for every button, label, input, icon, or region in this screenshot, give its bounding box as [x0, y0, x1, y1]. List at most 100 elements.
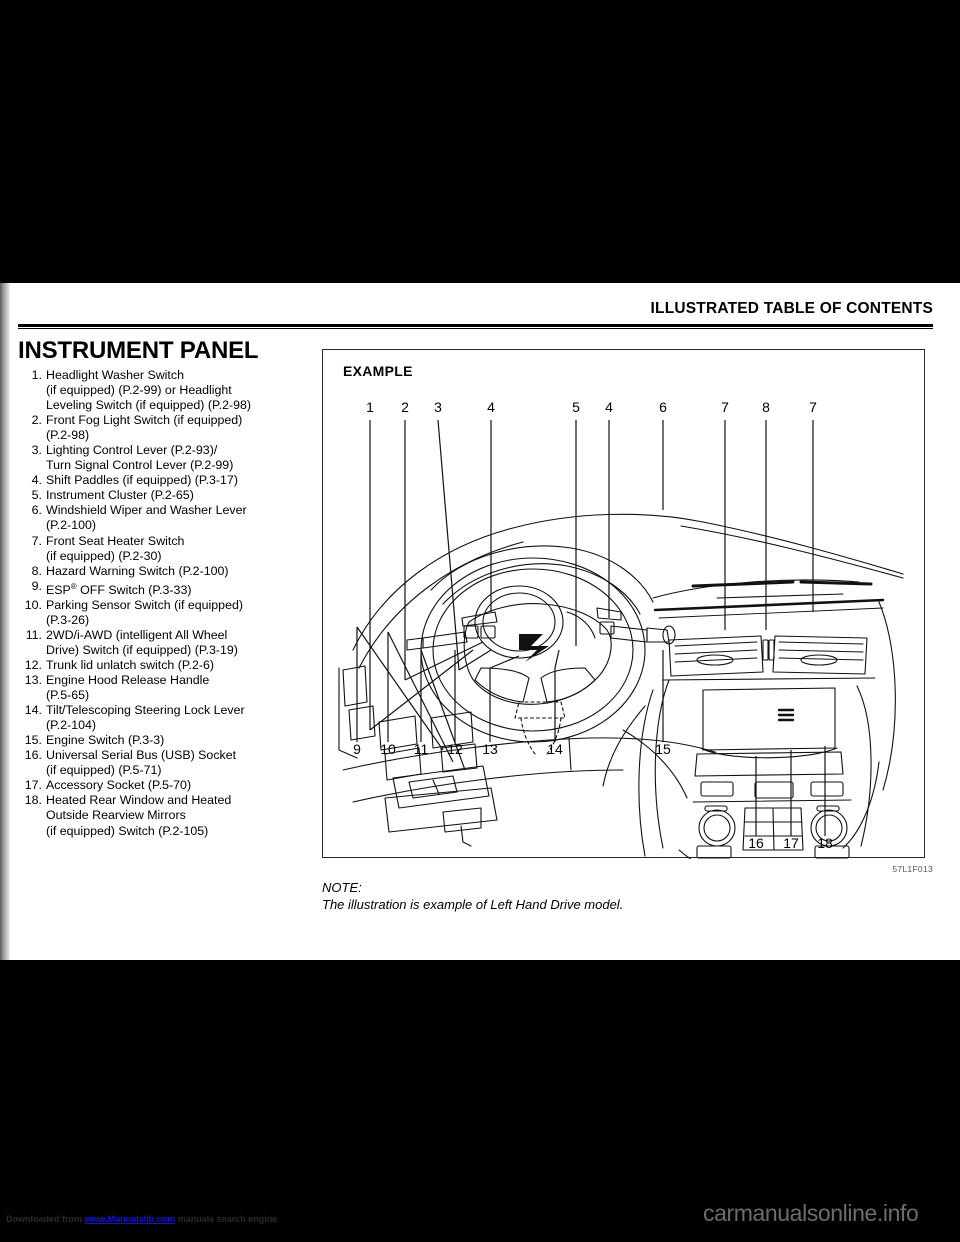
list-item: 15. Engine Switch (P.3-3) — [18, 733, 314, 748]
list-item-line: Engine Hood Release Handle — [46, 673, 210, 688]
callout-number: 5 — [572, 399, 580, 415]
list-item: 4.Shift Paddles (if equipped) (P.3-17) — [18, 473, 314, 488]
list-item-number: 15. — [24, 733, 42, 748]
list-item-label: Universal Serial Bus (USB) Socket(if equ… — [46, 748, 314, 778]
callout-number: 7 — [721, 399, 729, 415]
example-label: EXAMPLE — [343, 363, 413, 379]
list-item-line: Drive) Switch (if equipped) (P.3-19) — [46, 642, 238, 657]
list-item-line: Heated Rear Window and Heated — [46, 793, 232, 808]
list-item-line: Trunk lid unlatch switch (P.2-6) — [46, 658, 215, 673]
list-item-line: Hazard Warning Switch (P.2-100) — [46, 563, 229, 578]
callout-number: 6 — [659, 399, 667, 415]
list-item-number: 18. — [24, 793, 42, 808]
list-item-number: 17. — [24, 778, 42, 793]
callout-number: 15 — [655, 741, 671, 757]
callout-number: 8 — [762, 399, 770, 415]
callout-number: 11 — [414, 741, 429, 757]
callout-number: 2 — [401, 399, 409, 415]
list-item-label: Headlight Washer Switch(if equipped) (P.… — [46, 368, 314, 413]
callout-leader-line — [387, 631, 454, 763]
callout-number: 13 — [482, 741, 498, 757]
list-item-line: Turn Signal Control Lever (P.2-99) — [46, 458, 234, 473]
list-item-line: (if equipped) (P.5-71) — [46, 763, 162, 778]
callout-leader-line — [489, 655, 520, 669]
watermark-prefix: Downloaded from — [6, 1214, 85, 1224]
watermark-suffix: manuals search engine — [175, 1214, 278, 1224]
list-item-number: 8. — [31, 563, 42, 578]
list-item-line: Lighting Control Lever (P.2-93)/ — [46, 443, 218, 458]
list-item-line: ESP® OFF Switch (P.3-33) — [46, 581, 192, 597]
list-item-label: Front Fog Light Switch (if equipped)(P.2… — [46, 413, 314, 443]
list-item-line: (P.2-104) — [46, 718, 97, 733]
list-item-number: 1. — [31, 368, 42, 382]
callout-number: 4 — [487, 399, 495, 415]
list-item: 6.Windshield Wiper and Washer Lever(P.2-… — [18, 503, 314, 533]
list-item-line: (if equipped) (P.2-99) or Headlight — [46, 383, 232, 398]
site-watermark: carmanualsonline.info — [703, 1200, 919, 1226]
list-item-label: Trunk lid unlatch switch (P.2-6) — [46, 658, 314, 673]
callout-number: 18 — [817, 835, 833, 851]
list-item-label: Parking Sensor Switch (if equipped)(P.3-… — [46, 598, 314, 628]
list-item-line: Front Seat Heater Switch — [46, 533, 185, 548]
list-item-number: 10. — [24, 597, 42, 612]
callout-number: 10 — [380, 741, 396, 757]
list-item-label: Accessory Socket (P.5-70) — [46, 778, 314, 793]
list-item-line: Instrument Cluster (P.2-65) — [46, 488, 194, 503]
list-item-number: 6. — [31, 503, 42, 518]
list-item: 8. Hazard Warning Switch (P.2-100) — [18, 564, 314, 579]
callout-leader-line — [404, 641, 484, 681]
list-item-line: Parking Sensor Switch (if equipped) — [46, 597, 243, 612]
list-item-line: Outside Rearview Mirrors — [46, 808, 186, 823]
callout-number: 16 — [748, 835, 764, 851]
callout-leader-line — [437, 419, 460, 671]
list-item-line: Windshield Wiper and Washer Lever — [46, 503, 247, 518]
scan-binding-strip — [0, 283, 10, 960]
list-item: 12.Trunk lid unlatch switch (P.2-6) — [18, 658, 314, 673]
list-item-line: Leveling Switch (if equipped) (P.2-98) — [46, 398, 252, 413]
list-item-line: Tilt/Telescoping Steering Lock Lever — [46, 703, 245, 718]
page-title: INSTRUMENT PANEL — [18, 337, 259, 364]
callout-number: 14 — [547, 741, 563, 757]
instrument-panel-item-list: 1.Headlight Washer Switch(if equipped) (… — [18, 368, 314, 839]
list-item-label: Engine Hood Release Handle(P.5-65) — [46, 673, 314, 703]
list-item-number: 4. — [31, 473, 42, 488]
list-item-line: 2WD/i-AWD (intelligent All Wheel — [46, 627, 228, 642]
callout-leader-line — [554, 649, 560, 669]
manual-page: ILLUSTRATED TABLE OF CONTENTS INSTRUMENT… — [10, 283, 960, 960]
list-item-line: (if equipped) Switch (P.2-105) — [46, 823, 209, 838]
callout-leader-line — [369, 649, 474, 731]
callout-number: 12 — [447, 741, 463, 757]
figure-code: 57L1F013 — [892, 864, 933, 874]
list-item-line: Accessory Socket (P.5-70) — [46, 778, 192, 793]
list-item-label: ESP® OFF Switch (P.3-33) — [46, 579, 314, 598]
list-item-line: Headlight Washer Switch — [46, 368, 184, 382]
list-item-number: 11. — [25, 627, 42, 642]
list-item-number: 14. — [24, 703, 42, 718]
callout-number: 1 — [366, 399, 374, 415]
list-item: 13. Engine Hood Release Handle(P.5-65) — [18, 673, 314, 703]
callout-leader-line — [356, 626, 444, 751]
header-divider — [18, 324, 933, 329]
list-item-label: Hazard Warning Switch (P.2-100) — [46, 564, 314, 579]
list-item-line: Front Fog Light Switch (if equipped) — [46, 413, 243, 428]
list-item: 5.Instrument Cluster (P.2-65) — [18, 488, 314, 503]
list-item: 3. Lighting Control Lever (P.2-93)/Turn S… — [18, 443, 314, 473]
list-item: 2.Front Fog Light Switch (if equipped)(P… — [18, 413, 314, 443]
list-item-number: 13. — [24, 673, 42, 688]
list-item-label: Front Seat Heater Switch(if equipped) (P… — [46, 534, 314, 564]
note-block: NOTE: The illustration is example of Lef… — [322, 879, 623, 913]
page-header-title: ILLUSTRATED TABLE OF CONTENTS — [650, 300, 933, 317]
list-item-number: 7. — [31, 533, 42, 548]
callout-leader-line — [458, 649, 492, 671]
list-item: 10. Parking Sensor Switch (if equipped)(P… — [18, 598, 314, 628]
note-label: NOTE: — [322, 880, 362, 895]
list-item-number: 3. — [31, 443, 42, 458]
list-item-line: Universal Serial Bus (USB) Socket — [46, 748, 237, 763]
list-item-label: Engine Switch (P.3-3) — [46, 733, 314, 748]
callout-number: 17 — [783, 835, 799, 851]
manualslib-link[interactable]: www.Manualslib.com — [84, 1214, 176, 1224]
